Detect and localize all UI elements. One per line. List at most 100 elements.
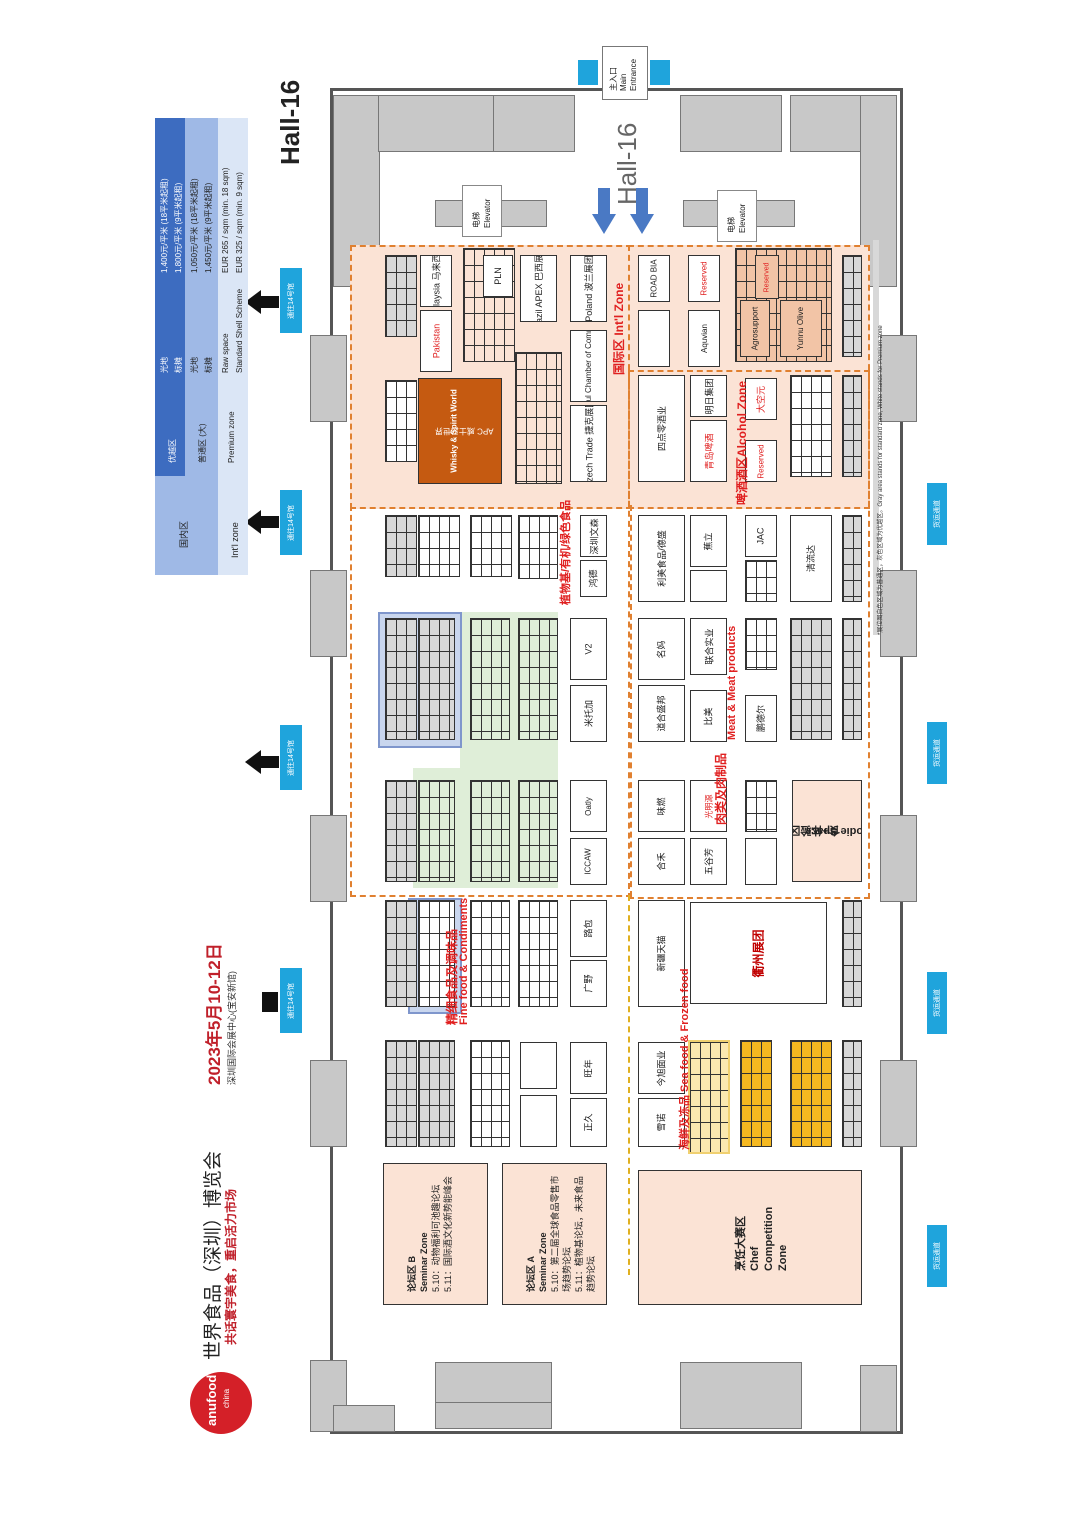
to-hall14-3[interactable]: 通往14号馆 xyxy=(280,725,302,790)
booth-qingdao[interactable]: 青岛啤酒 xyxy=(690,420,727,482)
booth-grid[interactable] xyxy=(518,900,558,1007)
to-hall14-1[interactable]: 通往14号馆 xyxy=(280,268,302,333)
booth-oatly[interactable]: Oatly xyxy=(570,780,607,832)
booth-grid[interactable] xyxy=(470,780,510,882)
booth-guangye[interactable]: 广野 xyxy=(570,960,607,1007)
booth-quzhou[interactable]: 衢州展团 xyxy=(690,902,827,1004)
booth-sidian[interactable]: 四点零酒业 xyxy=(638,375,685,482)
booth-reserved-2[interactable]: Reserved xyxy=(755,255,779,299)
booth-xinjiang[interactable]: 新疆天猫 xyxy=(638,900,685,1007)
booth-grid[interactable] xyxy=(385,900,417,1007)
booth-reserved-3[interactable]: Reserved xyxy=(745,440,777,482)
booth-guangmingyuan[interactable]: 光明源 xyxy=(690,780,727,832)
booth-grid[interactable] xyxy=(842,375,862,477)
booth-grid[interactable] xyxy=(515,352,562,484)
booth-grid[interactable] xyxy=(740,1040,772,1147)
booth-small[interactable] xyxy=(690,570,727,602)
booth-wangnian[interactable]: 旺年 xyxy=(570,1042,607,1094)
booth-zhengjiu[interactable]: 正久 xyxy=(570,1098,607,1147)
booth-reserved-1[interactable]: Reserved xyxy=(688,255,720,302)
booth-grid[interactable] xyxy=(385,1040,417,1147)
booth-weiran[interactable]: 味燃 xyxy=(638,780,685,832)
booth-grid[interactable] xyxy=(470,618,510,740)
booth-grid[interactable] xyxy=(745,560,777,602)
seminar-zone-b[interactable]: 论坛区 B Seminar Zone 5.10：动物福利可池趣论坛 5.11：国… xyxy=(383,1163,488,1305)
freight-corridor-4[interactable]: 货运通道 xyxy=(927,1225,947,1287)
booth-qingliu[interactable]: 清流达 xyxy=(790,515,832,602)
booth-small[interactable] xyxy=(520,1042,557,1089)
booth-small[interactable] xyxy=(638,310,670,367)
booth-grid[interactable] xyxy=(418,1040,455,1147)
booth-bimei[interactable]: 比美 xyxy=(690,690,727,742)
booth-grid[interactable] xyxy=(518,515,558,579)
seminar-zone-a[interactable]: 论坛区 A Seminar Zone 5.10：第二届全球食品零售市场趋势论坛 … xyxy=(502,1163,607,1305)
freight-corridor-1[interactable]: 货运通道 xyxy=(927,483,947,545)
to-hall14-2[interactable]: 通往14号馆 xyxy=(280,490,302,555)
booth-mituojia[interactable]: 米托加 xyxy=(570,685,607,742)
booth-agrosupport[interactable]: Agrosupport xyxy=(740,300,770,357)
booth-lianhe[interactable]: 联合实业 xyxy=(690,618,727,675)
booth-grid[interactable] xyxy=(745,780,777,832)
booth-yunnu[interactable]: Yunnu Olive xyxy=(780,300,822,357)
freight-corridor-3[interactable]: 货运通道 xyxy=(927,972,947,1034)
foodie-space[interactable]: 食+体验区Foodie Space xyxy=(792,780,862,882)
booth-hongde[interactable]: 鸿德 xyxy=(580,560,607,597)
booth-jac[interactable]: JAC xyxy=(745,515,777,557)
booth-grid[interactable] xyxy=(518,618,558,740)
booth-pln[interactable]: PLN xyxy=(483,255,513,297)
booth-grid[interactable] xyxy=(842,255,862,357)
booth-brazil[interactable]: Brazil APEX 巴西展团 xyxy=(520,255,557,322)
booth-grid[interactable] xyxy=(842,515,862,602)
booth-grid[interactable] xyxy=(418,515,460,577)
booth-grid[interactable] xyxy=(385,515,417,577)
booth-grid[interactable] xyxy=(790,1040,832,1147)
booth-jiaoli[interactable]: 蕉立 xyxy=(690,515,727,567)
booth-grid[interactable] xyxy=(790,618,832,740)
main-entrance[interactable]: 主入口 Main Entrance xyxy=(602,46,648,100)
booth-grid[interactable] xyxy=(385,780,417,882)
booth-grid[interactable] xyxy=(385,255,417,337)
booth-grid[interactable] xyxy=(842,1040,862,1147)
booth-road-bia[interactable]: ROAD BIA xyxy=(638,255,670,302)
booth-grid[interactable] xyxy=(688,1040,730,1154)
chef-competition-zone[interactable]: 烹饪大赛区 Chef Competition Zone xyxy=(638,1170,862,1305)
to-hall14-4[interactable]: 通往14号馆 xyxy=(280,968,302,1033)
booth-istanbul[interactable]: Istanbul Chamber of Commerce xyxy=(570,330,607,402)
booth-grid[interactable] xyxy=(842,900,862,1007)
booth-grid[interactable] xyxy=(418,780,455,882)
booth-grid[interactable] xyxy=(790,375,832,477)
booth-grid[interactable] xyxy=(418,900,455,1007)
booth-czech[interactable]: Czech Trade 捷克展团 xyxy=(570,405,607,482)
booth-poland[interactable]: Poland 波兰展团 xyxy=(570,255,607,322)
booth-pengde[interactable]: 鹏德尔 xyxy=(745,695,777,742)
booth-jinxu[interactable]: 今旭面业 xyxy=(638,1042,685,1094)
booth-lubao[interactable]: 路包 xyxy=(570,900,607,957)
booth-grid[interactable] xyxy=(470,900,510,1007)
booth-daiyuan[interactable]: 大空元 xyxy=(745,378,777,420)
booth-pakistan[interactable]: Pakistan xyxy=(420,310,452,372)
booth-grid[interactable] xyxy=(418,618,455,740)
booth-grid[interactable] xyxy=(470,1040,510,1147)
booth-small[interactable] xyxy=(745,838,777,885)
booth-malaysia[interactable]: Malaysia 马来西亚 xyxy=(420,255,452,307)
booth-daocheng[interactable]: 道合盛邦 xyxy=(638,685,685,742)
booth-hexiang[interactable]: 合禾 xyxy=(638,838,685,885)
booth-grid[interactable] xyxy=(385,618,417,740)
booth-mingri[interactable]: 明日集团 xyxy=(690,375,727,417)
booth-iccaw[interactable]: ICCAW xyxy=(570,838,607,885)
booth-grid[interactable] xyxy=(745,618,777,670)
booth-v2[interactable]: V2 xyxy=(570,618,607,680)
booth-grid[interactable] xyxy=(842,618,862,740)
booth-aquvian[interactable]: Aquvian xyxy=(688,310,720,367)
booth-small[interactable] xyxy=(520,1095,557,1147)
booth-xuewei[interactable]: 雪诺 xyxy=(638,1098,685,1147)
booth-wuguyu[interactable]: 五谷芳 xyxy=(690,838,727,885)
booth-mingjia[interactable]: 名妈 xyxy=(638,618,685,680)
booth-yinfeng[interactable]: 利美食品/德盛 xyxy=(638,515,685,602)
freight-corridor-2[interactable]: 货运通道 xyxy=(927,722,947,784)
booth-shenzhenwenshan[interactable]: 深圳文森 xyxy=(580,515,607,557)
booth-grid[interactable] xyxy=(470,515,512,577)
booth-grid[interactable] xyxy=(385,380,417,462)
booth-grid[interactable] xyxy=(518,780,558,882)
